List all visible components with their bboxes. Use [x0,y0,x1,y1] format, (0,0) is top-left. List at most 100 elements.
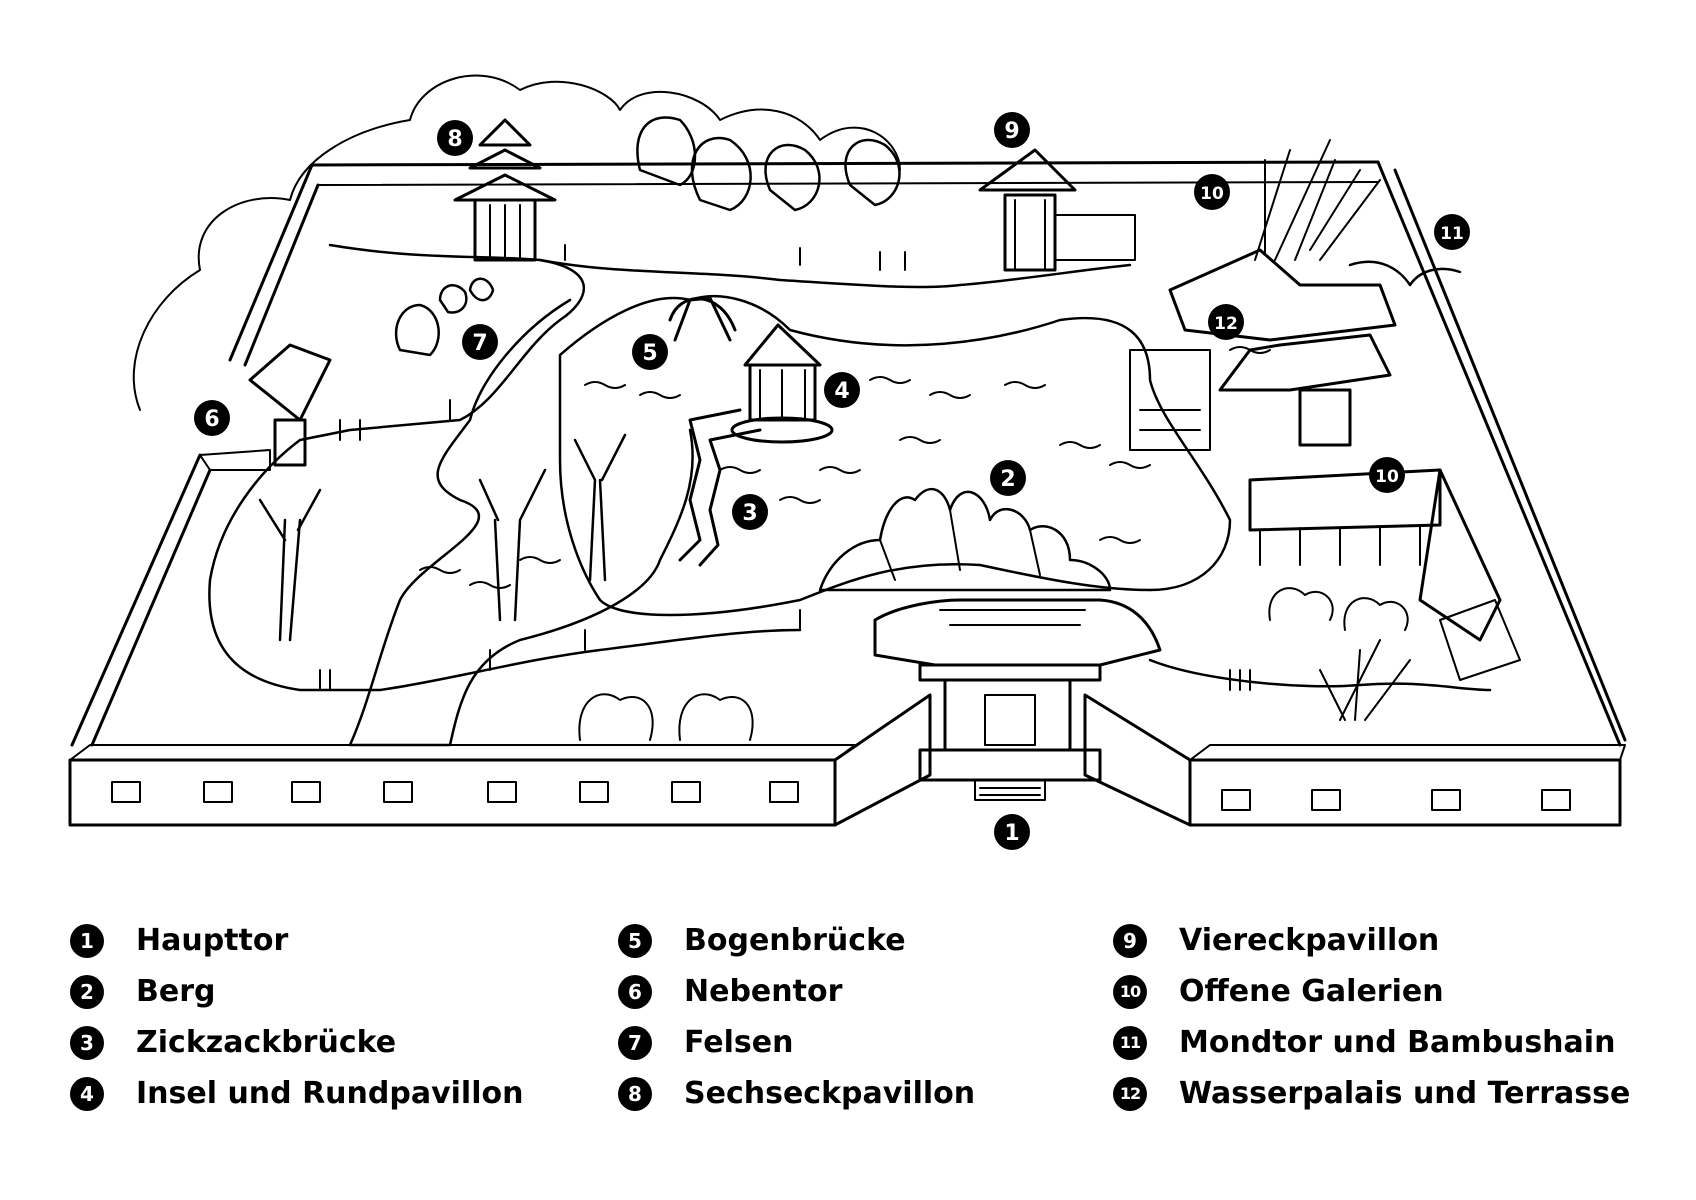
svg-text:10: 10 [1375,467,1399,487]
svg-text:6: 6 [204,407,219,432]
visitors [319,244,1251,691]
marker-6: 6 [194,400,230,436]
zigzag-bridge [678,408,762,567]
legend-label: Sechseckpavillon [684,1076,976,1111]
legend-number: 10 [1113,974,1147,1009]
moon-gate [1348,260,1462,287]
bamboo-grove [1254,139,1411,721]
legend-label: Wasserpalais und Terrasse [1179,1076,1631,1111]
marker-5: 5 [632,334,668,370]
legend-item: 12 Wasserpalais und Terrasse [1113,1068,1630,1119]
svg-text:9: 9 [1004,119,1019,144]
legend-item: 9 Viereckpavillon [1113,915,1630,966]
legend-label: Insel und Rundpavillon [136,1076,524,1111]
legend-number: 7 [618,1025,652,1060]
legend-label: Felsen [684,1025,794,1060]
legend-item: 3 Zickzackbrücke [70,1017,523,1068]
legend-item: 5 Bogenbrücke [618,915,975,966]
square-pavilion [978,148,1136,272]
front-wall-right-top [1189,744,1626,761]
legend-number: 2 [70,974,104,1009]
svg-text:10: 10 [1200,184,1224,204]
upper-path [328,243,1132,289]
legend-label: Viereckpavillon [1179,923,1440,958]
marker-8: 8 [437,120,473,156]
hexagon-pavilion [453,118,557,262]
legend-label: Bogenbrücke [684,923,906,958]
svg-text:3: 3 [742,501,757,526]
front-wall-left [68,758,837,827]
left-wall [228,163,320,367]
round-pavilion [730,323,834,444]
legend-item: 2 Berg [70,966,523,1017]
legend-number: 5 [618,923,652,958]
water-ripples [419,346,1271,589]
gate-wing-left [833,693,932,827]
marker-11: 11 [1434,214,1470,250]
legend-item: 7 Felsen [618,1017,975,1068]
svg-text:1: 1 [1004,821,1019,846]
side-gate [199,343,332,471]
svg-text:11: 11 [1440,224,1464,244]
legend-label: Nebentor [684,974,843,1009]
gate-wing-right [1083,693,1192,827]
front-wall-right [1188,758,1622,827]
marker-10-top: 10 [1194,174,1230,210]
rocks [394,277,495,357]
front-wall-left-top [69,744,856,761]
mountain-rocks [818,487,1112,592]
marker-9: 9 [994,112,1030,148]
left-wall-lower [70,453,212,747]
legend-column-1: 1 Haupttor 2 Berg 3 Zickzackbrücke 4 Ins… [70,915,523,1119]
legend-item: 11 Mondtor und Bambushain [1113,1017,1630,1068]
legend-number: 8 [618,1076,652,1111]
marker-3: 3 [732,494,768,530]
legend-label: Berg [136,974,216,1009]
legend-number: 1 [70,923,104,958]
svg-text:7: 7 [472,331,487,356]
arch-bridge [668,296,737,342]
background-trees [132,74,901,411]
marker-1: 1 [994,814,1030,850]
marker-12: 12 [1208,304,1244,340]
legend-number: 12 [1113,1076,1147,1111]
marker-2: 2 [990,460,1026,496]
legend-label: Zickzackbrücke [136,1025,397,1060]
svg-text:5: 5 [642,341,657,366]
legend-number: 6 [618,974,652,1009]
garden-illustration: 1 2 3 4 5 6 7 8 9 10 10 11 [68,74,1627,850]
legend-number: 3 [70,1025,104,1060]
legend-item: 1 Haupttor [70,915,523,966]
legend-number: 4 [70,1076,104,1111]
svg-text:8: 8 [447,127,462,152]
legend-column-3: 9 Viereckpavillon 10 Offene Galerien 11 … [1113,915,1630,1119]
garden-path [208,258,802,692]
shrubs [578,587,1409,741]
svg-text:2: 2 [1000,467,1015,492]
right-path [1148,658,1492,692]
legend-label: Mondtor und Bambushain [1179,1025,1616,1060]
svg-text:12: 12 [1214,314,1238,334]
legend-label: Offene Galerien [1179,974,1444,1009]
trees [258,116,901,642]
right-wall [1376,160,1627,747]
legend-item: 8 Sechseckpavillon [618,1068,975,1119]
legend-item: 4 Insel und Rundpavillon [70,1068,523,1119]
legend-label: Haupttor [136,923,289,958]
marker-4: 4 [824,372,860,408]
water-palace [1129,248,1397,451]
legend-item: 10 Offene Galerien [1113,966,1630,1017]
legend-number: 11 [1113,1025,1147,1060]
marker-7: 7 [462,324,498,360]
legend-column-2: 5 Bogenbrücke 6 Nebentor 7 Felsen 8 Sech… [618,915,975,1119]
legend-number: 9 [1113,923,1147,958]
marker-10-right: 10 [1369,457,1405,493]
svg-text:4: 4 [834,379,849,404]
open-gallery [1248,468,1521,681]
wall-windows-left [111,781,799,803]
stream [348,298,694,747]
lake [558,295,1232,617]
legend-item: 6 Nebentor [618,966,975,1017]
main-gate [873,598,1162,801]
wall-windows-right [1221,789,1571,811]
